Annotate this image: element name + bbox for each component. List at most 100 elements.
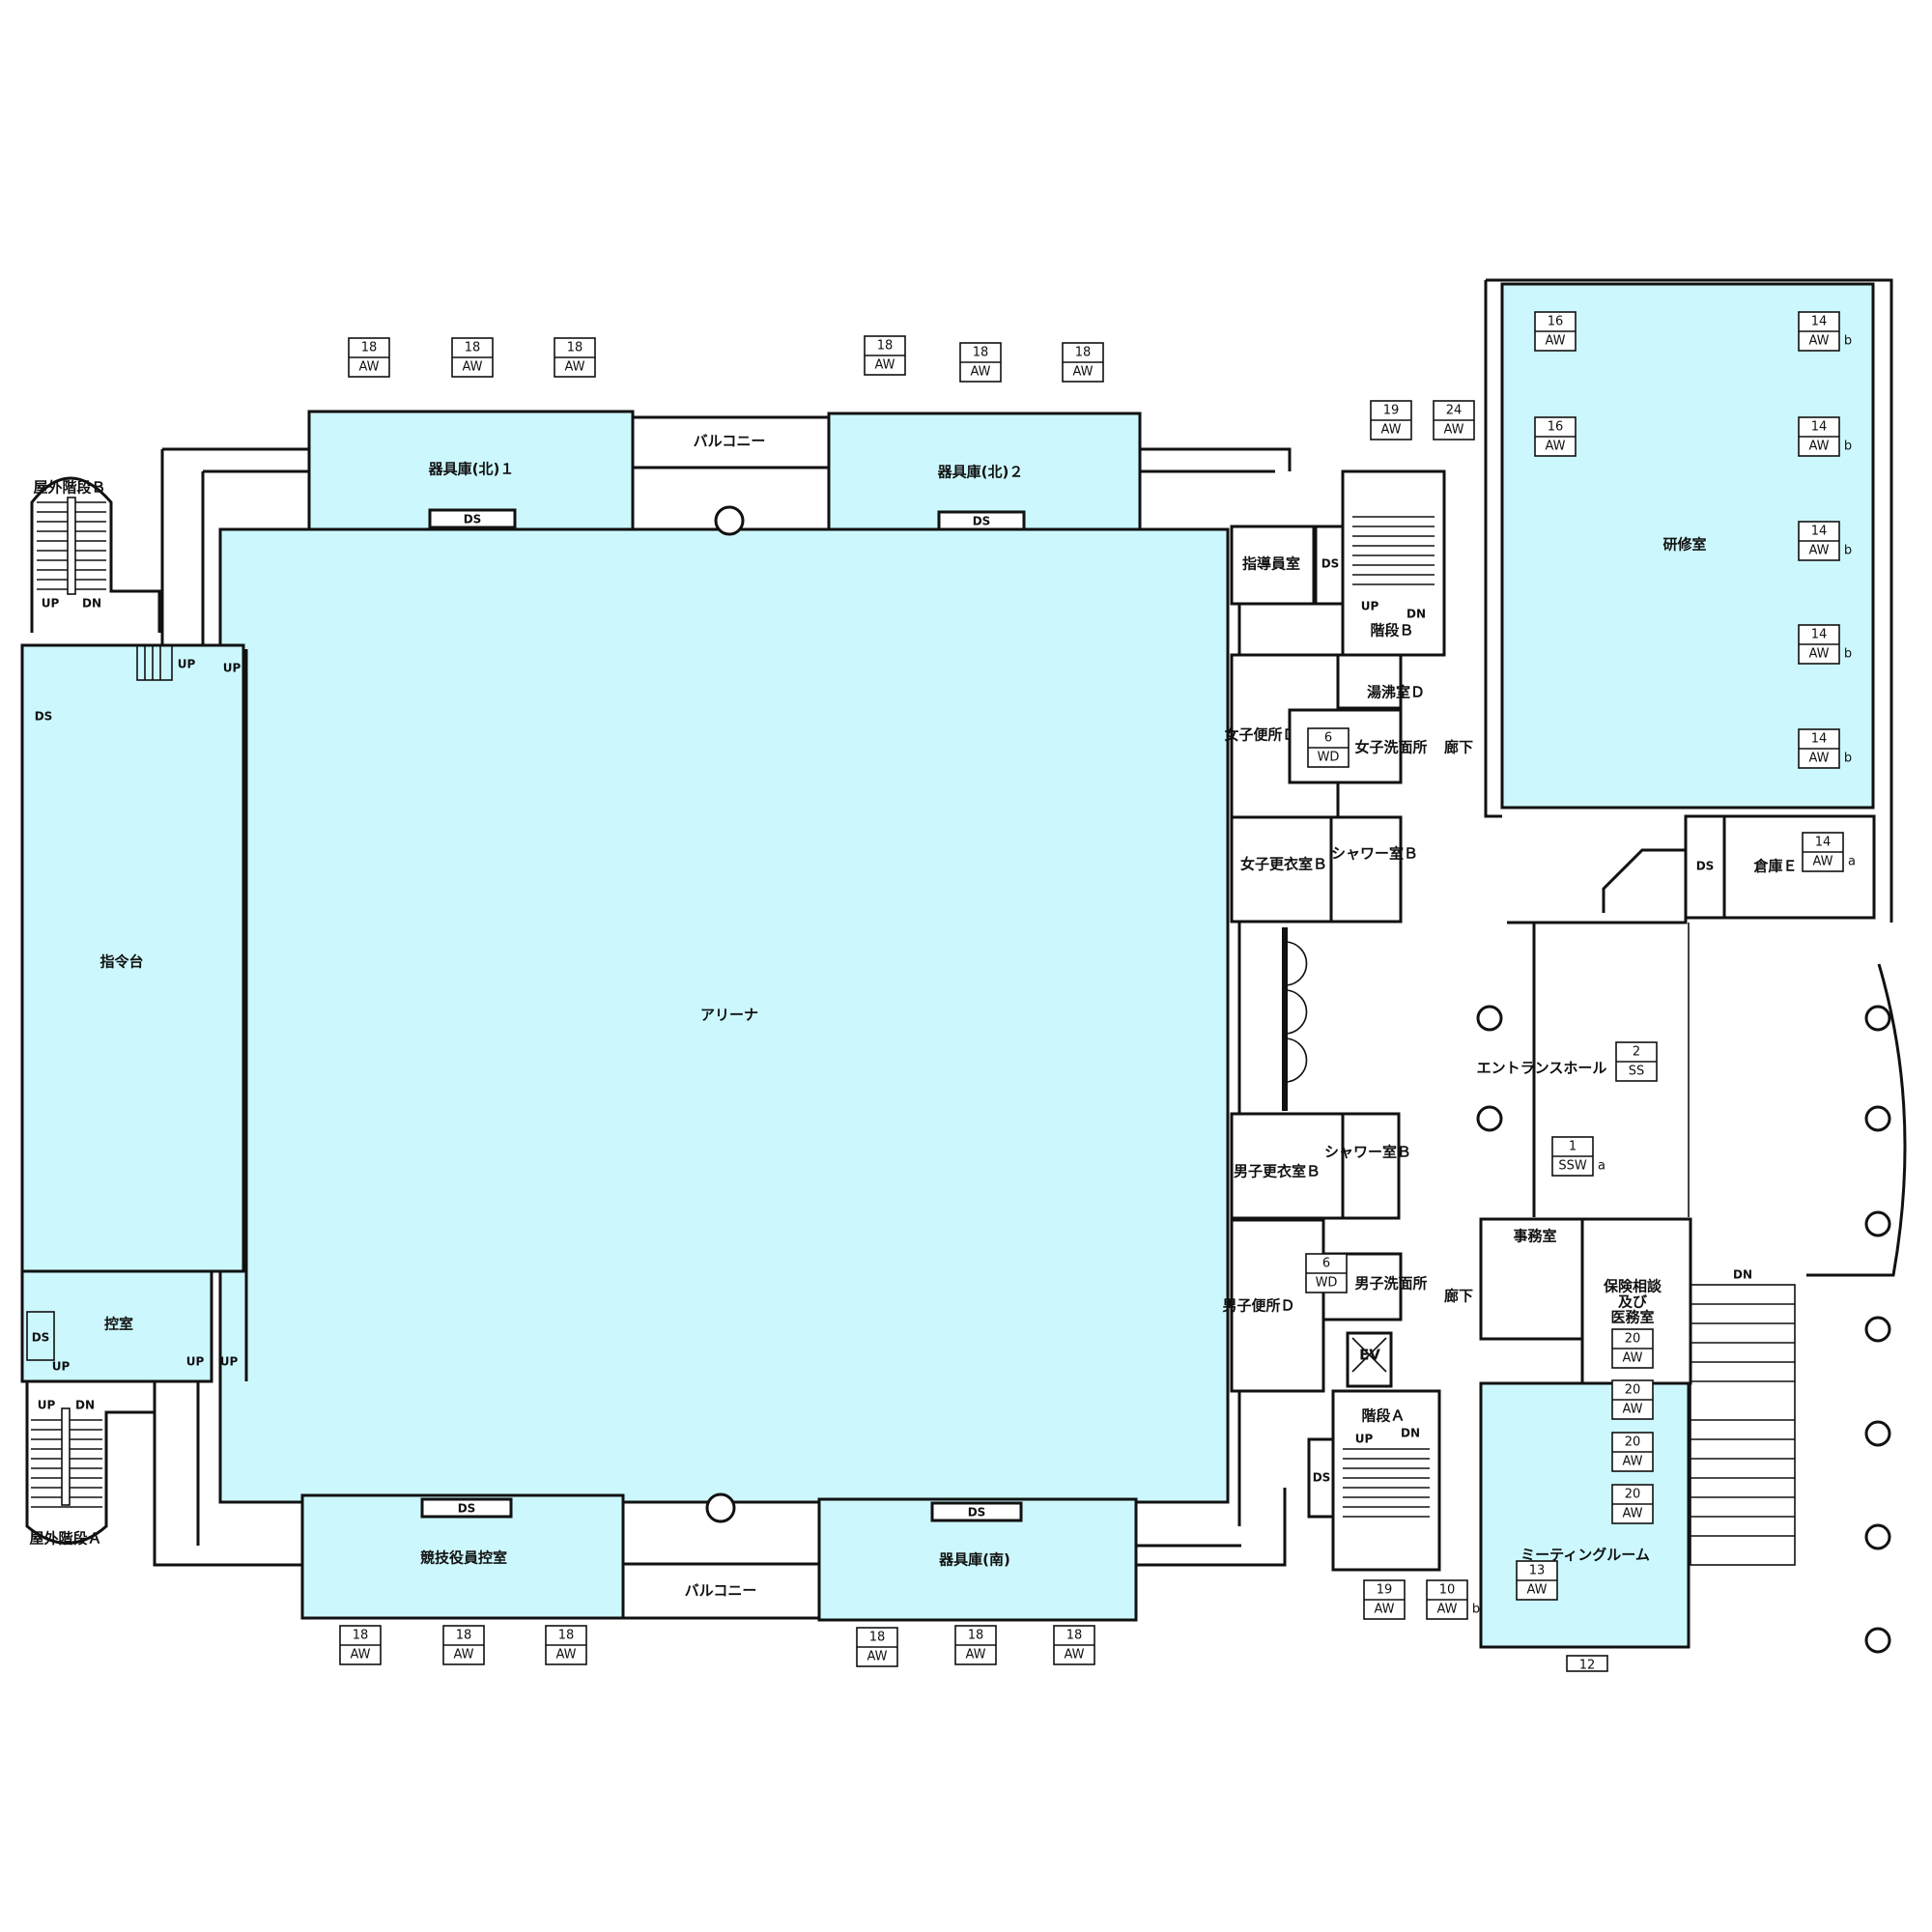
tag-number: 1 [1569,1140,1577,1154]
up-mark: UP [220,1355,239,1369]
stairs-b-label: 階段Ｂ [1370,622,1413,639]
womens-toilet-d-label: 女子便所Ｄ [1224,726,1296,744]
balcony-south [621,1562,821,1620]
ds-mark: DS [32,1331,50,1345]
up-mark: UP [42,597,60,611]
waiting-room-label: 控室 [104,1316,133,1333]
tag-number: 10 [1439,1583,1456,1598]
tag-code: AW [1526,1583,1547,1598]
corridor-label: 廊下 [1444,739,1473,756]
up-mark: UP [186,1355,205,1369]
elevator-label: EV [1359,1347,1380,1364]
tag-code: AW [1812,855,1833,869]
tag-box [1566,1655,1608,1672]
tag-number: 19 [1377,1583,1393,1598]
insurance-medical-label-1: 保険相談 [1603,1278,1662,1295]
tag-number: 18 [1066,1629,1083,1643]
kitchenette-d-label: 湯沸室Ｄ [1367,684,1425,701]
dn-mark: DN [82,597,101,611]
tag-number: 18 [1075,346,1092,360]
equipment-storage-north-2-label: 器具庫(北)２ [937,464,1024,481]
tag-number: 19 [1383,404,1400,418]
outdoor-stairs-b: 屋外階段Ｂ UP DN [30,476,161,633]
shower-b-label: シャワー室Ｂ [1324,1144,1411,1161]
tag-code: WD [1316,1276,1338,1291]
dn-mark: DN [75,1399,95,1412]
tag-code: AW [1545,440,1565,454]
up-mark: UP [1355,1433,1374,1446]
tag-code: SS [1629,1065,1645,1079]
tag-code: AW [1808,440,1829,454]
tag-code: AW [965,1648,985,1662]
tag-code: AW [970,365,990,380]
column [714,505,745,536]
ds-mark: DS [458,1502,476,1516]
tag-code: AW [453,1648,473,1662]
ds-mark: DS [968,1506,986,1520]
tag-suffix: b [1844,647,1852,662]
column [1864,1105,1891,1132]
tag-number: 14 [1811,628,1828,642]
mens-locker-b-label: 男子更衣室Ｂ [1234,1163,1321,1180]
tag-code: AW [564,360,584,375]
tag-code: AW [874,358,895,373]
ds-mark: DS [464,513,482,526]
mens-toilet-d-label: 男子便所Ｄ [1222,1297,1294,1315]
training-room-label: 研修室 [1662,536,1706,554]
meeting-room-label: ミーティングルーム [1520,1547,1650,1564]
tag-number: 18 [456,1629,472,1643]
tag-code: AW [350,1648,370,1662]
column [1864,1523,1891,1550]
tag-code: AW [1436,1603,1457,1617]
storage-e-label: 倉庫Ｅ [1752,858,1797,875]
exterior-stairs-dn [1690,1284,1796,1566]
dn-mark: DN [1733,1268,1752,1282]
tag-number: 13 [1529,1564,1546,1578]
tag-suffix: a [1598,1159,1605,1174]
window-tag: 12 [1566,1655,1608,1673]
elevator [1346,1331,1393,1388]
womens-locker-b-label: 女子更衣室Ｂ [1240,856,1327,873]
tag-code: AW [1808,334,1829,349]
ds-mark: DS [1321,557,1340,571]
tag-code: AW [462,360,482,375]
tag-suffix: a [1848,855,1856,869]
tag-number: 6 [1324,731,1332,746]
tag-code: AW [1622,1403,1642,1417]
tag-code: AW [1380,423,1401,438]
tag-number: 18 [361,341,378,355]
equipment-storage-north-1-label: 器具庫(北)１ [428,461,515,478]
tag-number: 16 [1548,420,1564,435]
outdoor-stairs-a: UP DN 屋外階段Ａ [25,1381,156,1548]
tag-suffix: b [1844,544,1852,558]
tag-number: 18 [353,1629,369,1643]
column [705,1492,736,1523]
tag-code: SSW [1558,1159,1587,1174]
tag-number: 2 [1633,1045,1640,1060]
tag-number: 20 [1625,1488,1641,1502]
tag-number: 18 [968,1629,984,1643]
balcony-north [631,415,831,469]
tag-code: AW [867,1650,887,1664]
stairs-up-left [136,644,173,681]
tag-code: WD [1318,751,1340,765]
tag-suffix: b [1844,752,1852,766]
balcony-north-label: バルコニー [694,433,766,450]
